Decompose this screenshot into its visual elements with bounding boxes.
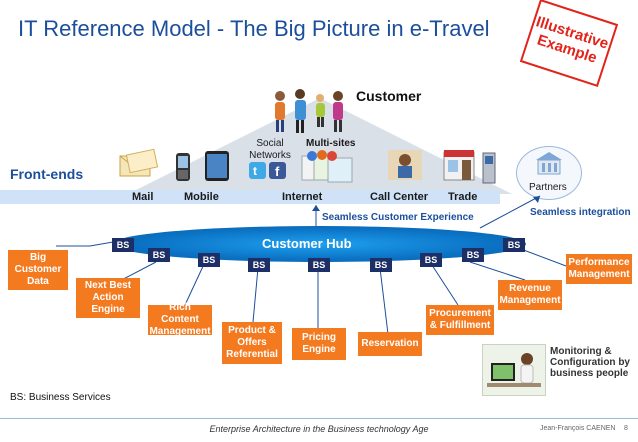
bs-box: BS [248, 258, 270, 272]
service-performance-management: Performance Management [566, 254, 632, 284]
tablet-icon [205, 151, 229, 181]
bs-box: BS [370, 258, 392, 272]
call-center-icon [388, 150, 422, 180]
multi-sites-browsers-icon [301, 150, 353, 183]
service-reservation: Reservation [358, 332, 422, 356]
mobile-phone-icon [176, 153, 190, 181]
customer-hub-label: Customer Hub [262, 236, 352, 251]
mail-label: Mail [132, 191, 154, 203]
social-networks-label: Social Networks [249, 138, 291, 161]
service-procurement: Procurement & Fulfillment [426, 305, 494, 335]
footer-divider [0, 418, 638, 419]
customer-family-icon [275, 89, 343, 133]
call-center-label: Call Center [370, 191, 429, 203]
svg-text:t: t [253, 164, 257, 178]
bs-box: BS [112, 238, 134, 252]
partners-building-icon [536, 152, 562, 175]
footer-author: Jean-François CAENEN [540, 425, 616, 432]
service-rich-content: Rich Content Management [148, 302, 212, 337]
kiosk-icon [482, 152, 496, 184]
monitoring-label: Monitoring & Configuration by business p… [550, 346, 630, 379]
bs-legend: BS: Business Services [10, 392, 111, 403]
internet-label: Internet [282, 191, 323, 203]
partners-label: Partners [529, 182, 567, 193]
monitoring-photo [482, 344, 546, 396]
mail-icon [119, 148, 158, 177]
service-revenue-management: Revenue Management [498, 280, 562, 310]
bs-box: BS [148, 248, 170, 262]
bs-box: BS [503, 238, 525, 252]
page-title: IT Reference Model - The Big Picture in … [18, 16, 490, 41]
page-number: 8 [624, 425, 628, 432]
bs-box: BS [198, 253, 220, 267]
service-product-offers: Product & Offers Referential [222, 322, 282, 364]
mobile-label: Mobile [184, 191, 219, 203]
bs-box: BS [308, 258, 330, 272]
service-big-customer-data: Big Customer Data [8, 250, 68, 290]
bs-box: BS [420, 253, 442, 267]
seamless-experience-label: Seamless Customer Experience [322, 212, 474, 223]
front-ends-label: Front-ends [10, 166, 84, 182]
customer-label: Customer [356, 88, 422, 104]
trade-shop-icon [443, 150, 475, 181]
service-next-best-action: Next Best Action Engine [76, 278, 140, 318]
footer-text: Enterprise Architecture in the Business … [209, 424, 429, 434]
service-pricing-engine: Pricing Engine [292, 328, 346, 360]
customer-hub [112, 226, 526, 262]
seamless-integration-label: Seamless integration [530, 207, 631, 218]
social-networks-icon: t f [249, 162, 286, 179]
front-ends-banner [0, 190, 500, 204]
multi-sites-label: Multi-sites [306, 138, 356, 149]
svg-text:f: f [275, 164, 280, 179]
trade-label: Trade [448, 191, 478, 203]
bs-box: BS [462, 248, 484, 262]
